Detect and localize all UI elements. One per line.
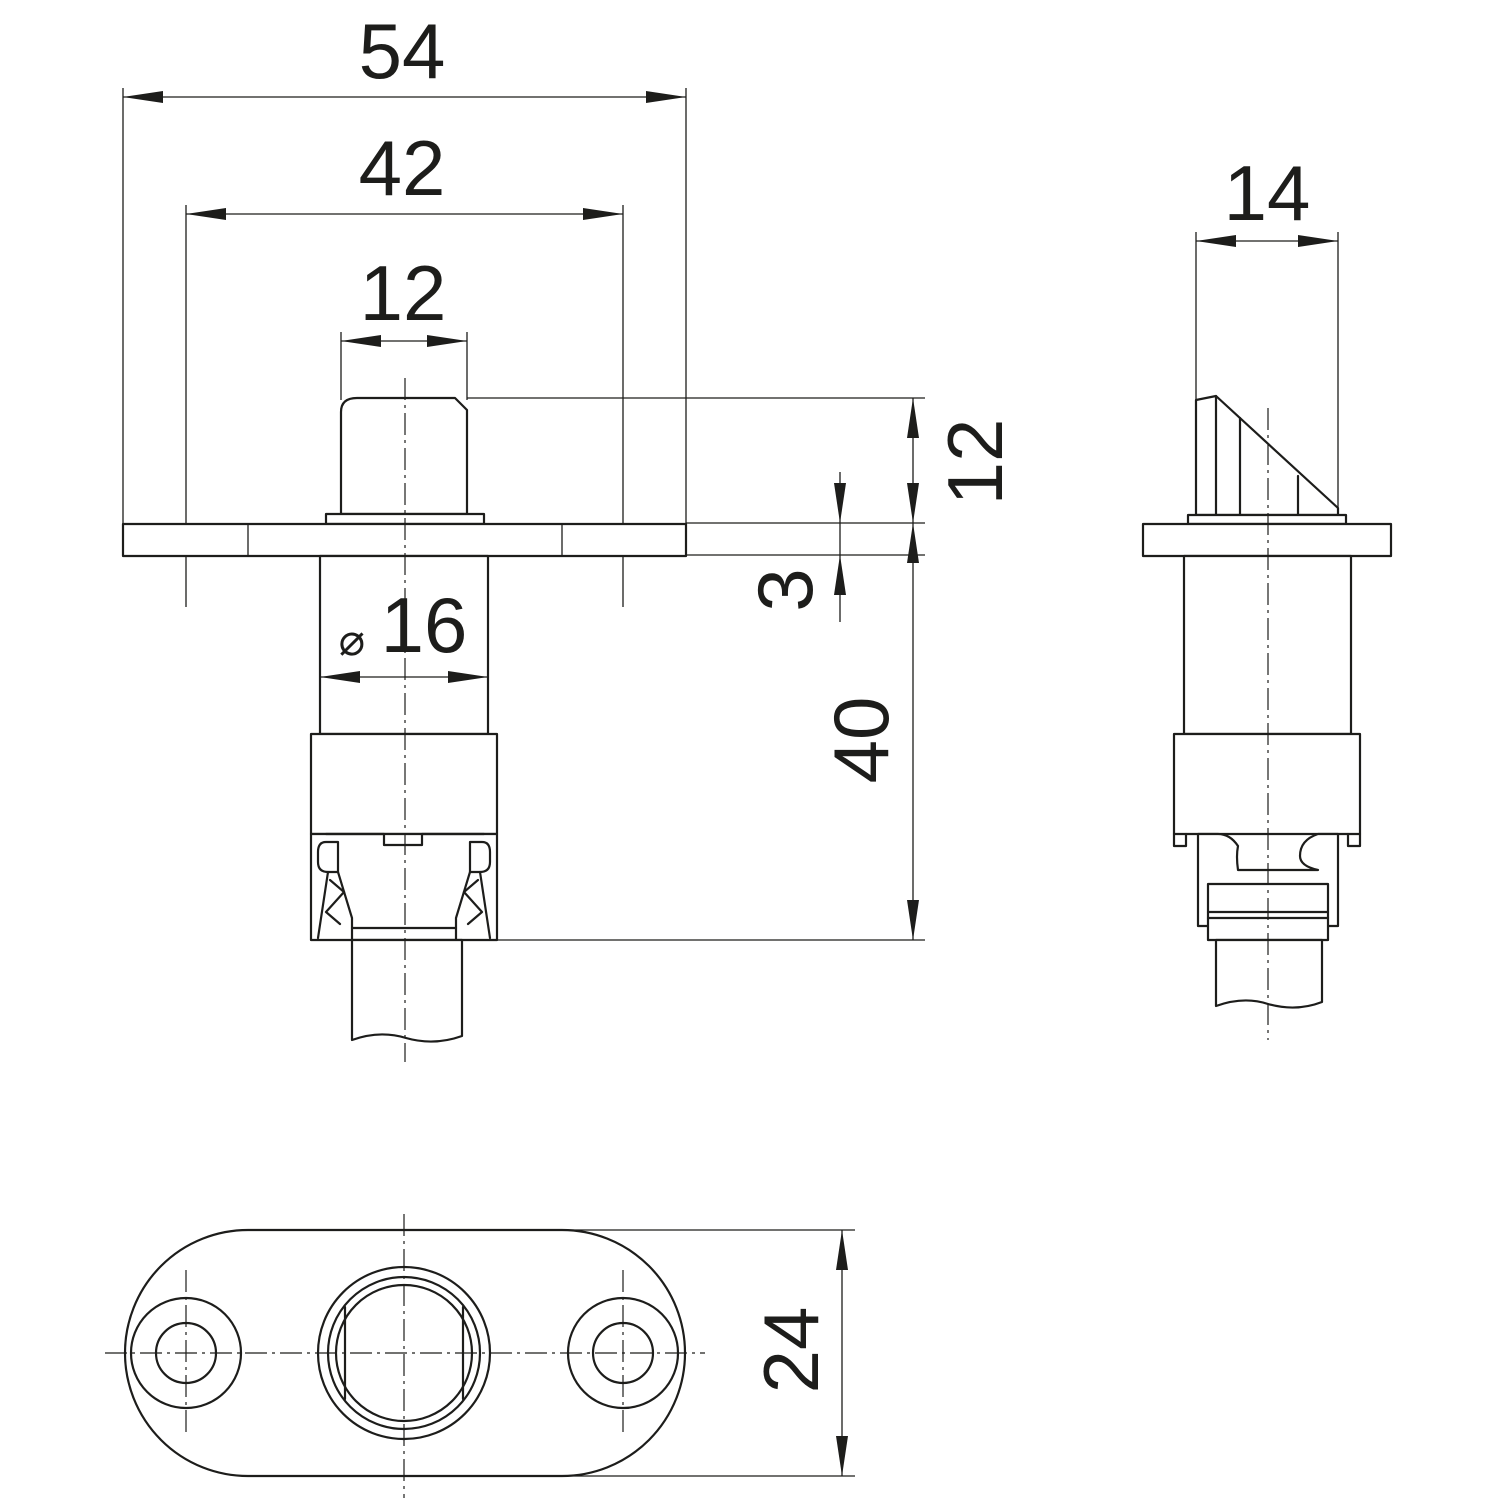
dim-bolt-width: 12 [360,249,447,337]
side-sleeve [1172,732,1362,836]
latch-shaft [350,938,464,1043]
bolt-head [339,396,469,516]
top-view: 24 [105,1214,855,1498]
dim-body-diameter: 16 [381,581,468,669]
dim-side-width: 14 [1224,149,1311,237]
dim-plate-height: 24 [747,1307,835,1394]
side-face-plate [1141,522,1393,558]
latch-body [318,554,490,736]
side-shaft [1214,938,1324,1009]
dim-overall-width: 54 [359,7,446,95]
bolt-bevel [1194,394,1340,517]
dim-plate-thickness: 3 [741,568,829,611]
dim-bolt-projection: 12 [931,419,1019,506]
front-view: 54 42 12 ⌀ 16 12 3 40 [121,7,1019,1062]
side-view: 14 [1141,149,1393,1040]
dim-body-depth: 40 [817,697,905,784]
latch-sleeve [309,732,499,836]
dim-hole-spacing: 42 [359,124,446,212]
diameter-symbol: ⌀ [339,615,366,666]
